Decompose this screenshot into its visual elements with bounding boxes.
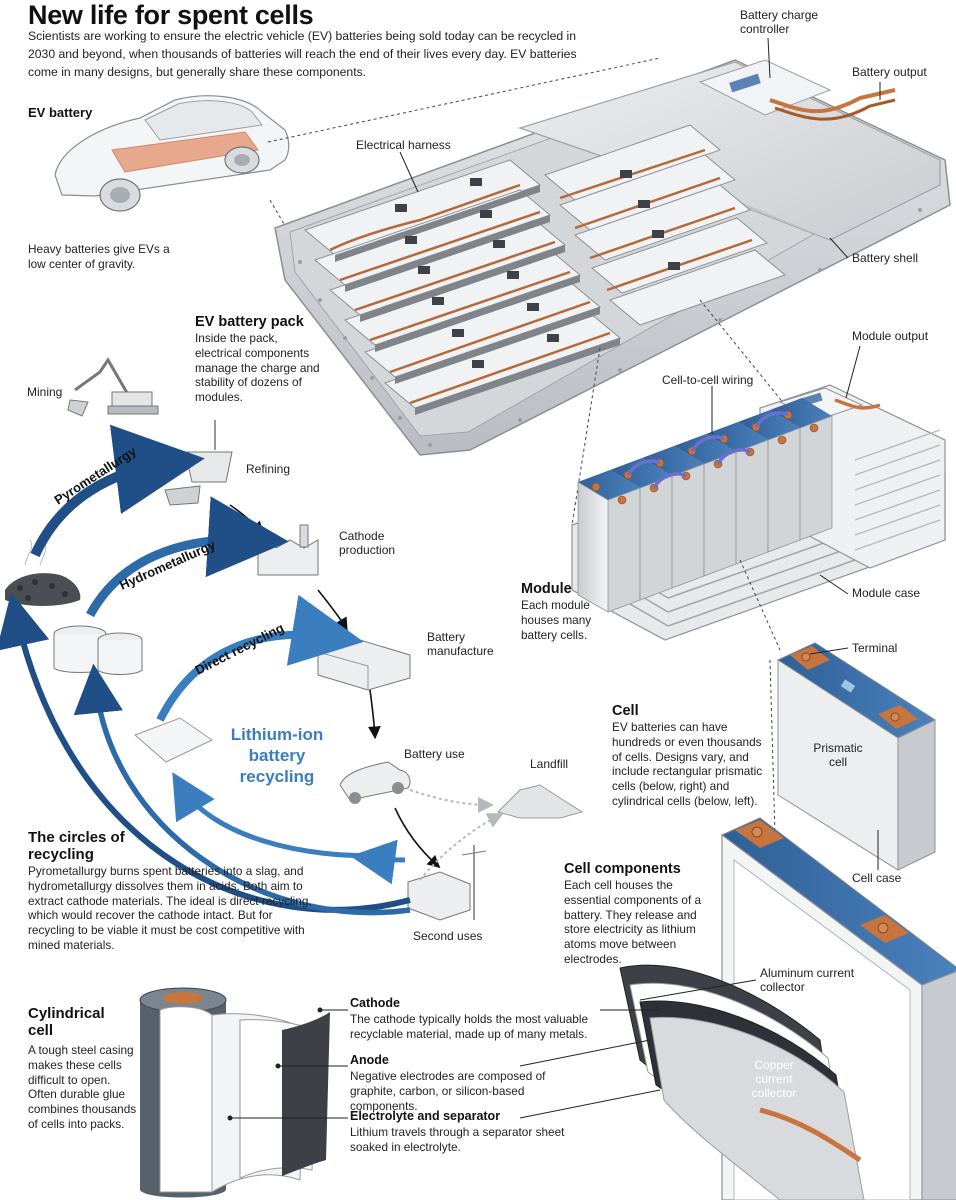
recycling-loop-illustration xyxy=(0,357,584,921)
cylindrical-cell-illustration xyxy=(139,987,330,1198)
pack-heading: EV battery pack xyxy=(195,314,304,330)
ev-battery-note: Heavy batteries give EVs a low center of… xyxy=(28,242,170,271)
layer-name: Electrolyte and separator xyxy=(350,1109,501,1123)
cell-components-body: Each cell houses the essential component… xyxy=(564,878,702,966)
layer-electrolyte: Electrolyte and separator Lithium travel… xyxy=(350,1108,590,1155)
cylindrical-body: A tough steel casing makes these cells d… xyxy=(28,1043,137,1131)
label-copper-collector: Copper current collector xyxy=(751,1058,797,1100)
module-body: Each module houses many battery cells. xyxy=(521,598,592,642)
layer-anode: Anode Negative electrodes are composed o… xyxy=(350,1052,580,1113)
layer-desc: The cathode typically holds the most val… xyxy=(350,1012,589,1041)
cell-components-heading: Cell components xyxy=(564,861,681,877)
mining-excavator-icon xyxy=(67,357,159,417)
stage-second-uses: Second uses xyxy=(413,929,483,943)
acid-tanks-icon xyxy=(53,625,143,675)
ev-battery-heading: EV battery xyxy=(28,105,93,120)
circles-body: Pyrometallurgy burns spent batteries int… xyxy=(28,864,312,952)
layer-name: Cathode xyxy=(350,996,400,1010)
label-cell-wiring: Cell-to-cell wiring xyxy=(662,373,754,387)
battery-pack-illustration xyxy=(274,59,951,456)
cell-heading: Cell xyxy=(612,703,639,719)
layer-desc: Lithium travels through a separator shee… xyxy=(350,1125,565,1154)
factory-icon xyxy=(257,524,319,576)
layer-desc: Negative electrodes are composed of grap… xyxy=(350,1069,546,1113)
battery-use-car-icon xyxy=(339,761,411,804)
module-illustration xyxy=(571,384,946,641)
cylindrical-heading: Cylindrical cell xyxy=(28,1005,105,1039)
battery-factory-icon xyxy=(317,639,411,691)
stage-landfill: Landfill xyxy=(530,757,569,771)
stage-refining: Refining xyxy=(246,462,291,476)
label-charge-controller: Battery charge controller xyxy=(740,8,819,36)
route-label-direct: Direct recycling xyxy=(193,620,287,678)
label-aluminum-collector: Aluminum current collector xyxy=(760,966,855,994)
ev-car-illustration xyxy=(54,95,290,212)
recycling-center-title: Lithium-ion battery recycling xyxy=(230,725,324,786)
intro-text: Scientists are working to ensure the ele… xyxy=(28,29,577,79)
pack-body: Inside the pack, electrical components m… xyxy=(195,331,320,405)
label-battery-shell: Battery shell xyxy=(852,251,919,265)
stage-cathode: Cathode production xyxy=(339,529,396,557)
label-cell-case: Cell case xyxy=(852,871,902,885)
cathode-sheet-icon xyxy=(134,717,213,763)
label-module-output: Module output xyxy=(852,329,929,343)
landfill-icon xyxy=(497,784,584,819)
circles-heading: The circles of recycling xyxy=(28,829,125,863)
cell-body: EV batteries can have hundreds or even t… xyxy=(612,720,763,808)
layer-cathode: Cathode The cathode typically holds the … xyxy=(350,995,600,1042)
label-terminal: Terminal xyxy=(852,641,898,655)
stage-mining: Mining xyxy=(27,385,63,399)
cell-components-illustration xyxy=(619,817,956,1200)
label-module-case: Module case xyxy=(852,586,921,600)
module-heading: Module xyxy=(521,581,572,597)
label-prismatic-cell: Prismatic cell xyxy=(813,741,863,769)
stage-use: Battery use xyxy=(404,747,465,761)
prismatic-cell-illustration xyxy=(776,642,937,871)
label-electrical-harness: Electrical harness xyxy=(356,138,451,152)
second-uses-icon xyxy=(407,845,487,921)
stage-manufacture: Battery manufacture xyxy=(427,630,494,658)
page-title: New life for spent cells xyxy=(28,0,314,30)
label-battery-output: Battery output xyxy=(852,65,927,79)
layer-name: Anode xyxy=(350,1053,389,1067)
